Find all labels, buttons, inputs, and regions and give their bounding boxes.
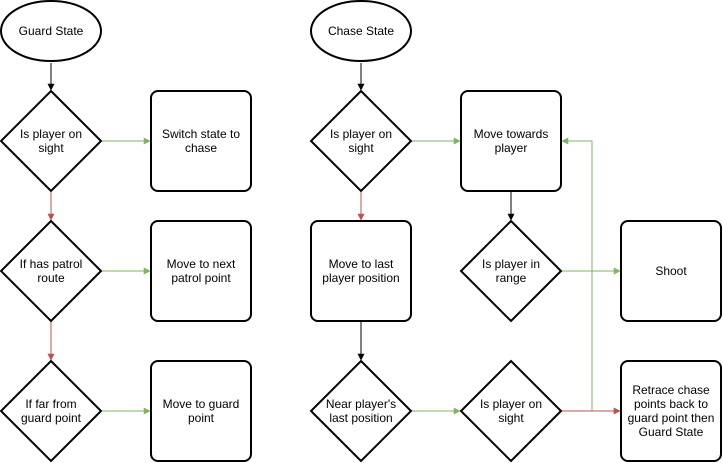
label-chase-move-last: Move to last player position: [322, 257, 400, 285]
edge-sight2-yes-loop: [561, 137, 593, 412]
node-chase-start: [310, 0, 412, 62]
label-chase-move-towards: Move towards player: [473, 127, 549, 155]
label-guard-patrol: If has patrol route: [19, 257, 83, 285]
node-guard-far: [0, 359, 103, 463]
node-guard-switch: [150, 90, 252, 192]
node-guard-patrol: [0, 219, 103, 323]
label-chase-start: Chase State: [327, 24, 395, 38]
label-guard-start: Guard State: [18, 24, 84, 38]
node-chase-near: [309, 359, 413, 463]
label-chase-retrace: Retrace chase points back to guard point…: [627, 383, 715, 439]
node-guard-move-guard: [150, 360, 252, 462]
label-chase-shoot: Shoot: [655, 264, 687, 278]
label-chase-sight2: Is player on sight: [479, 397, 543, 425]
label-guard-far: If far from guard point: [20, 397, 82, 425]
label-guard-switch: Switch state to chase: [161, 127, 241, 155]
label-guard-move-guard: Move to guard point: [162, 397, 240, 425]
node-guard-start: [0, 0, 102, 62]
label-chase-near: Near player's last position: [325, 397, 397, 425]
label-guard-sight: Is player on sight: [19, 127, 83, 155]
node-chase-retrace: [620, 360, 722, 462]
node-guard-sight: [0, 89, 103, 193]
label-chase-sight: Is player on sight: [329, 127, 393, 155]
label-guard-next-patrol: Move to next patrol point: [166, 257, 236, 285]
node-chase-move-towards: [460, 90, 562, 192]
node-guard-next-patrol: [150, 220, 252, 322]
node-chase-shoot: [620, 220, 722, 322]
node-chase-sight2: [459, 359, 563, 463]
node-chase-sight: [309, 89, 413, 193]
node-chase-range: [459, 219, 563, 323]
node-chase-move-last: [310, 220, 412, 322]
label-chase-range: Is player in range: [481, 257, 541, 285]
